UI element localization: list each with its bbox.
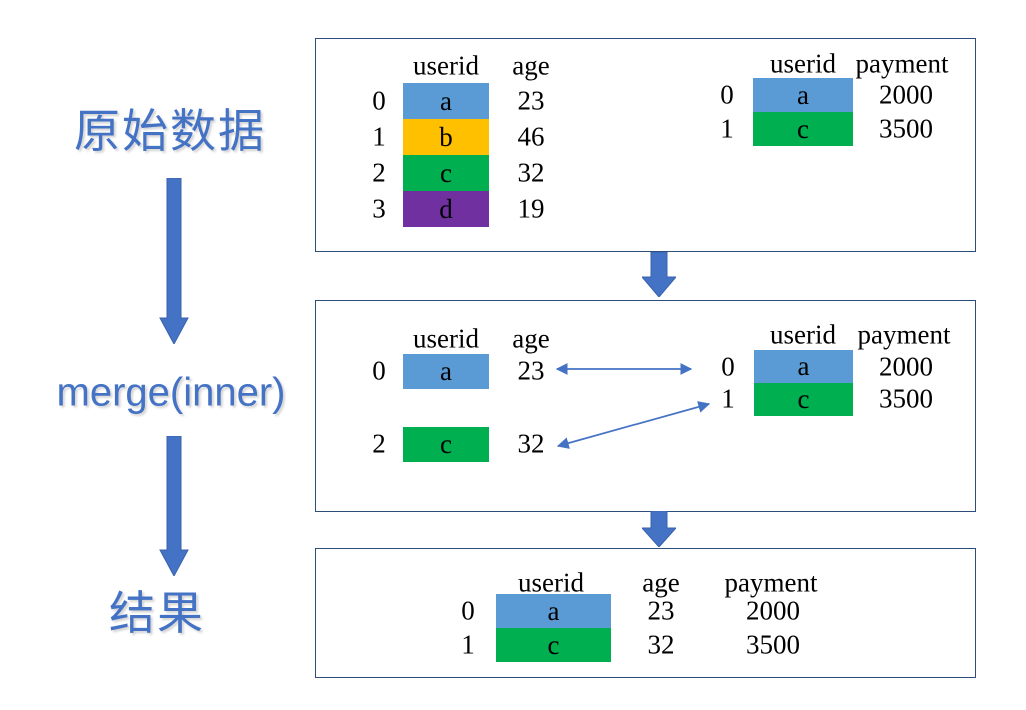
column-header-payment: payment [857, 319, 951, 350]
row-index: 2 [372, 428, 386, 459]
row-index: 0 [461, 595, 475, 626]
match-arrow-row-c [556, 401, 711, 449]
age-value: 32 [517, 157, 545, 188]
column-header-userid: userid [518, 567, 584, 598]
row-index: 1 [461, 629, 475, 660]
age-value: 19 [517, 193, 545, 224]
userid-cell: a [753, 78, 853, 112]
down-arrow-icon [159, 436, 189, 576]
row-index: 1 [720, 113, 734, 144]
match-arrows-layer [555, 363, 711, 449]
merge-panel: userid age 0 a 23 2 c 32 userid payment … [315, 300, 976, 512]
flow-label-merge-inner: merge(inner) [56, 370, 286, 415]
down-arrow-icon [159, 178, 189, 344]
age-value: 46 [517, 121, 545, 152]
row-index: 1 [372, 121, 386, 152]
column-header-userid: userid [770, 48, 836, 79]
userid-cell: c [403, 427, 489, 462]
row-index: 0 [720, 79, 734, 110]
row-index: 3 [372, 193, 386, 224]
row-index: 0 [372, 355, 386, 386]
column-header-userid: userid [413, 50, 479, 81]
age-value: 23 [647, 595, 675, 626]
row-index: 2 [372, 157, 386, 188]
userid-cell: c [754, 383, 853, 416]
result-panel: userid age payment 0 a 23 2000 1 c 32 35… [315, 548, 976, 678]
userid-cell: a [754, 350, 853, 383]
userid-cell: d [403, 191, 489, 227]
age-value: 23 [517, 85, 545, 116]
row-index: 0 [721, 351, 735, 382]
column-header-age: age [642, 567, 680, 598]
payment-value: 3500 [746, 629, 800, 660]
payment-value: 2000 [879, 351, 933, 382]
column-header-userid: userid [413, 323, 479, 354]
down-arrow-icon [642, 511, 676, 547]
payment-value: 3500 [879, 383, 933, 414]
row-index: 0 [372, 85, 386, 116]
userid-cell: c [403, 155, 489, 191]
userid-cell: c [496, 628, 611, 662]
userid-cell: b [403, 119, 489, 155]
userid-cell: a [496, 594, 611, 628]
payment-value: 2000 [879, 79, 933, 110]
age-value: 23 [517, 355, 545, 386]
payment-value: 2000 [746, 595, 800, 626]
down-arrow-icon [642, 252, 676, 297]
payment-value: 3500 [879, 113, 933, 144]
column-header-payment: payment [724, 567, 818, 598]
row-index: 1 [721, 383, 735, 414]
column-header-age: age [512, 323, 550, 354]
column-header-payment: payment [855, 48, 949, 79]
flow-label-original-data: 原始数据 [74, 105, 266, 157]
userid-cell: a [403, 83, 489, 119]
age-value: 32 [517, 428, 545, 459]
column-header-age: age [512, 50, 550, 81]
flow-label-result: 结果 [109, 587, 205, 639]
userid-cell: a [403, 354, 489, 389]
original-data-panel: userid age 0 a 23 1 b 46 2 c 32 3 d 19 u… [315, 38, 976, 252]
userid-cell: c [753, 112, 853, 146]
age-value: 32 [647, 629, 675, 660]
column-header-userid: userid [770, 319, 836, 350]
